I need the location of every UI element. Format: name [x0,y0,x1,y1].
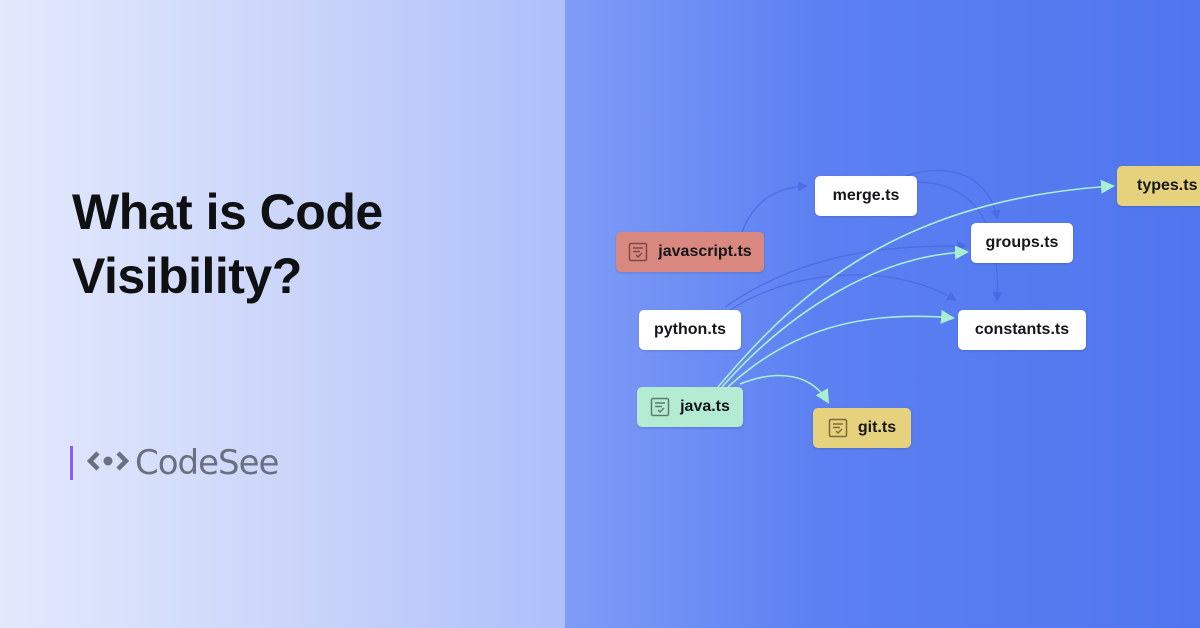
file-check-icon [828,418,848,438]
node-label: constants.ts [974,321,1070,338]
node-label: types.ts [1137,177,1198,194]
node-label: java.ts [680,398,730,415]
node-label: merge.ts [832,187,900,204]
node-merge[interactable]: merge.ts [815,176,917,216]
file-check-icon [650,397,670,417]
code-eye-icon [86,449,130,478]
node-python[interactable]: python.ts [639,310,741,350]
diagram-edges [717,169,1115,404]
brand-name: CodeSee [135,443,279,483]
edge-javascript-merge [741,181,808,233]
title-line-1: What is Code [72,184,383,240]
edge-java-git [739,374,830,404]
page-title: What is Code Visibility? [72,180,383,308]
node-java[interactable]: java.ts [637,387,743,427]
brand: CodeSee [70,443,279,483]
node-label: groups.ts [985,234,1059,251]
node-javascript[interactable]: javascript.ts [616,232,764,272]
brand-accent-bar [70,446,73,480]
node-label: git.ts [857,419,897,436]
edge-java-types [717,179,1115,388]
node-constants[interactable]: constants.ts [958,310,1086,350]
brand-logo: CodeSee [86,443,279,483]
node-types[interactable]: types.ts [1117,166,1200,206]
edge-java-constants [727,310,955,388]
title-line-2: Visibility? [72,248,302,304]
node-groups[interactable]: groups.ts [971,223,1073,263]
edge-python-constants [729,274,957,311]
left-panel: What is Code Visibility? CodeSee [0,0,565,628]
edge-merge-groups [904,169,1001,220]
node-git[interactable]: git.ts [813,408,911,448]
edge-python-groups [724,240,967,308]
edge-merge-constants [914,181,1003,302]
node-label: python.ts [654,321,726,338]
file-check-icon [628,242,648,262]
edge-java-groups [721,245,969,388]
node-label: javascript.ts [658,243,752,260]
